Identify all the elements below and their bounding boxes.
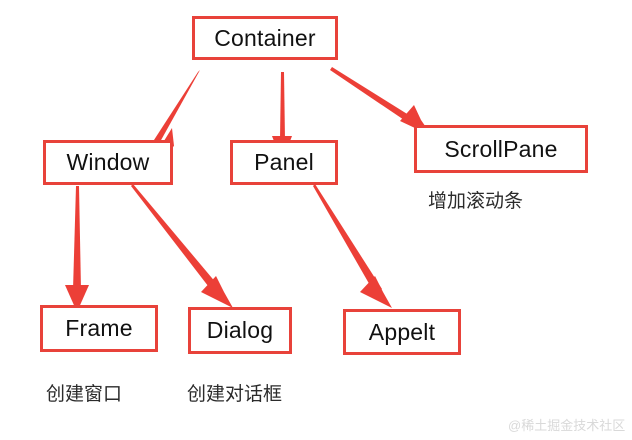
node-frame[interactable]: Frame [40,305,158,352]
arrow-window-to-dialog [131,184,233,308]
node-window[interactable]: Window [43,140,173,185]
node-scrollpane[interactable]: ScrollPane [414,125,588,173]
frame-caption-text: 创建窗口 [46,384,123,405]
node-frame-label: Frame [65,315,133,341]
dialog-caption: 创建对话框 [187,379,282,406]
arrow-window-to-frame [65,186,89,312]
node-dialog-label: Dialog [206,317,274,343]
dialog-caption-text: 创建对话框 [187,384,283,405]
node-window-label: Window [66,149,150,175]
node-container-label: Container [214,24,316,51]
node-dialog[interactable]: Dialog [188,307,292,354]
node-container[interactable]: Container [192,16,338,60]
scrollpane-caption: 增加滚动条 [428,186,523,213]
node-scrollpane-label: ScrollPane [444,135,558,162]
frame-caption: 创建窗口 [46,379,122,406]
node-panel-label: Panel [254,149,314,175]
watermark: @稀土掘金技术社区 [508,415,625,434]
node-appelt[interactable]: Appelt [343,309,461,355]
node-panel[interactable]: Panel [230,140,338,185]
watermark-text: @稀土掘金技术社区 [508,418,626,433]
arrow-panel-to-appelt [313,184,392,308]
scrollpane-caption-text: 增加滚动条 [428,191,524,212]
node-appelt-label: Appelt [368,318,436,345]
